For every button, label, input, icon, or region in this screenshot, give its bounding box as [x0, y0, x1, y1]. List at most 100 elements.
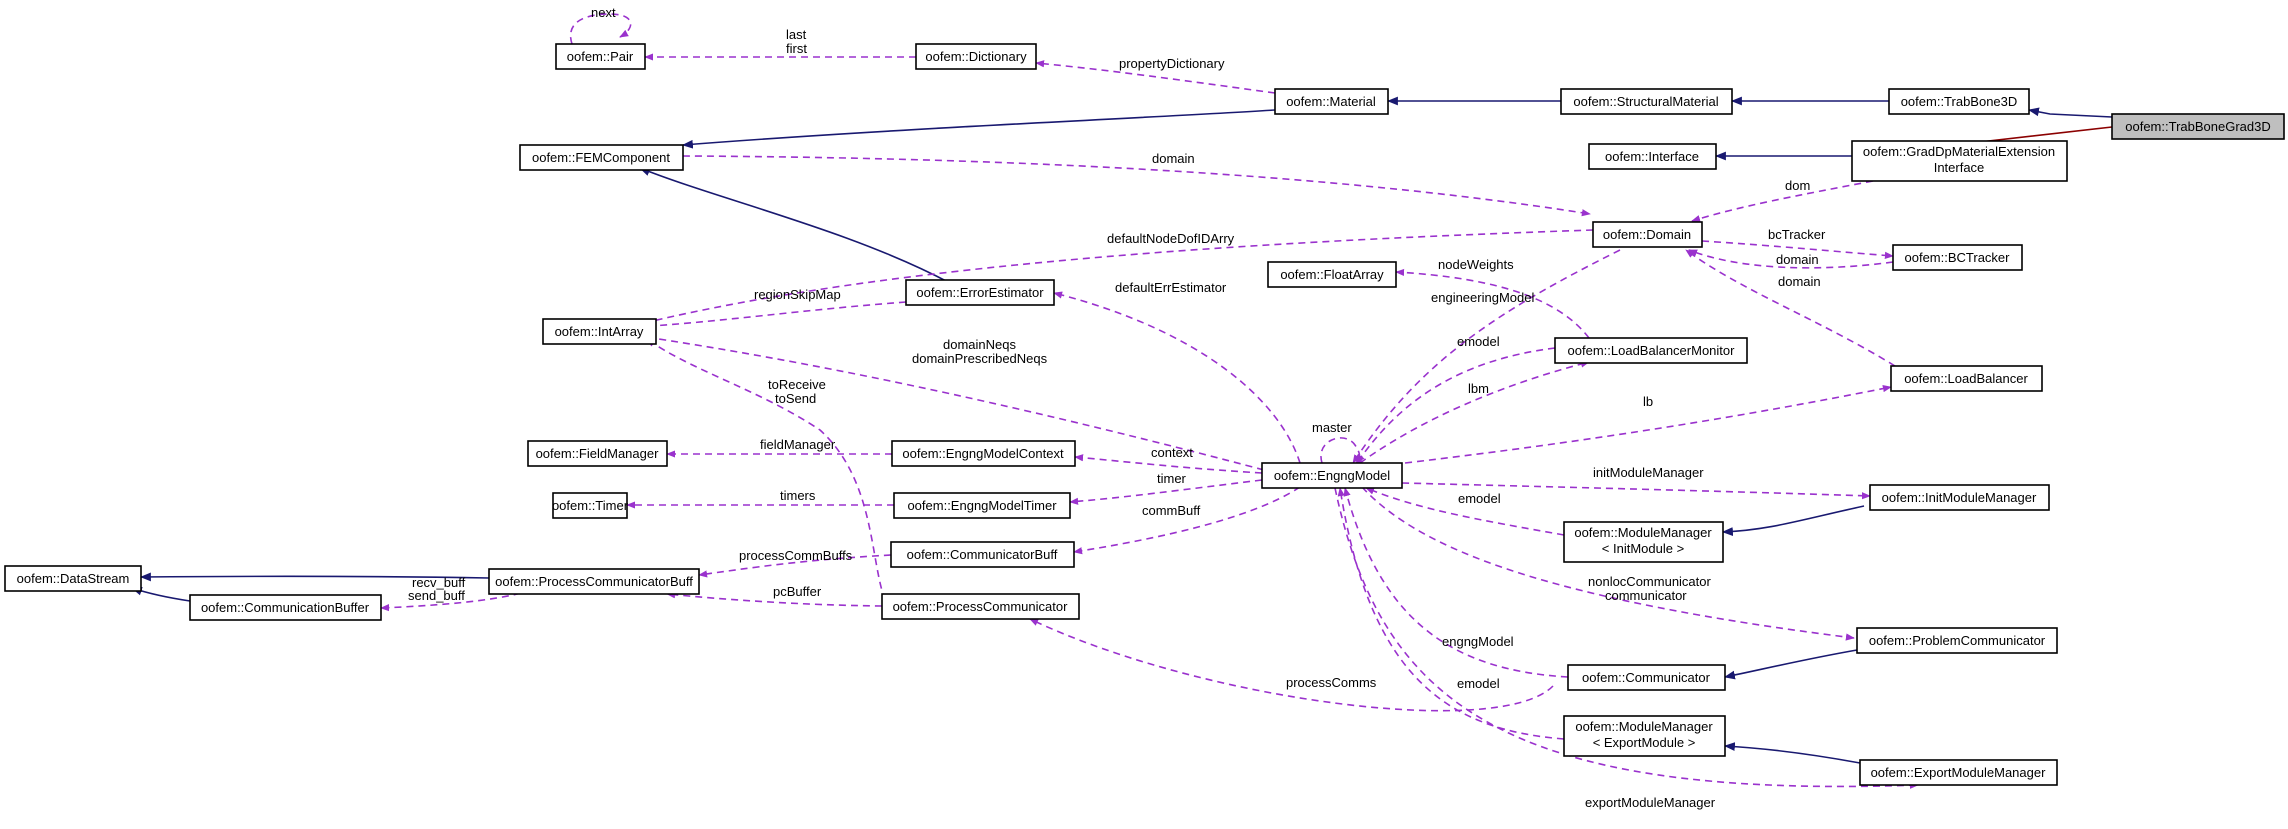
svg-text:oofem::ModuleManager: oofem::ModuleManager	[1575, 719, 1713, 734]
svg-text:oofem::EngngModelContext: oofem::EngngModelContext	[902, 446, 1064, 461]
edge-label-lb: lb	[1643, 394, 1653, 409]
edge-label-exportModuleManager: exportModuleManager	[1585, 795, 1716, 810]
node-engngmodelcontext[interactable]: oofem::EngngModelContext	[891, 440, 1076, 467]
edge-femcomponent-to-errorestimator	[638, 167, 951, 284]
svg-text:oofem::ProcessCommunicator: oofem::ProcessCommunicator	[893, 599, 1069, 614]
svg-text:oofem::ErrorEstimator: oofem::ErrorEstimator	[916, 285, 1044, 300]
node-timer[interactable]: oofem::Timer	[552, 492, 629, 519]
edge-label-pcBuffer: pcBuffer	[773, 584, 822, 599]
edge-label-toSend: toSend	[775, 391, 816, 406]
edge-engngmodelcontext-fieldManager: fieldManager	[666, 437, 892, 458]
node-fieldmanager[interactable]: oofem::FieldManager	[527, 440, 668, 467]
node-modulemanagerinit[interactable]: oofem::ModuleManager < InitModule >	[1563, 521, 1724, 563]
edge-label-domainNeqs: domainNeqs	[943, 337, 1016, 352]
edge-loadbalancer-domain: domain	[1685, 249, 1896, 367]
edge-label-last: last	[786, 27, 807, 42]
node-communicator[interactable]: oofem::Communicator	[1567, 664, 1726, 691]
svg-text:oofem::Communicator: oofem::Communicator	[1582, 670, 1711, 685]
svg-text:oofem::LoadBalancerMonitor: oofem::LoadBalancerMonitor	[1568, 343, 1736, 358]
node-trabbone3d[interactable]: oofem::TrabBone3D	[1888, 88, 2030, 115]
node-modulemanagerexport[interactable]: oofem::ModuleManager < ExportModule >	[1563, 715, 1726, 757]
node-processcommunicatorbuff[interactable]: oofem::ProcessCommunicatorBuff	[488, 568, 700, 595]
node-graddp[interactable]: oofem::GradDpMaterialExtension Interface	[1851, 140, 2068, 182]
edge-label-engngModel: engngModel	[1442, 634, 1514, 649]
edge-engngmodel-initModuleManager: initModuleManager	[1401, 465, 1871, 500]
svg-text:oofem::CommunicationBuffer: oofem::CommunicationBuffer	[201, 600, 370, 615]
edge-engngmodel-timer: timer	[1069, 471, 1263, 505]
edge-engngmodel-domainNeqs: domainNeqs domainPrescribedNeqs	[638, 333, 1265, 471]
node-floatarray[interactable]: oofem::FloatArray	[1267, 261, 1397, 288]
svg-text:oofem::TrabBone3D: oofem::TrabBone3D	[1901, 94, 2018, 109]
svg-text:oofem::FEMComponent: oofem::FEMComponent	[532, 150, 670, 165]
inheritance-edges	[130, 96, 2113, 764]
edge-label-initModuleManager: initModuleManager	[1593, 465, 1704, 480]
edge-label-domainPrescribedNeqs: domainPrescribedNeqs	[912, 351, 1048, 366]
node-bctracker[interactable]: oofem::BCTracker	[1892, 244, 2023, 271]
svg-text:oofem::GradDpMaterialExtension: oofem::GradDpMaterialExtension	[1863, 144, 2055, 159]
svg-text:oofem::Material: oofem::Material	[1286, 94, 1376, 109]
node-problemcommunicator[interactable]: oofem::ProblemCommunicator	[1856, 627, 2058, 654]
edge-errorestimator-regionSkipMap: regionSkipMap	[635, 287, 907, 331]
edge-domain-defaultNodeDofIDArry: defaultNodeDofIDArry	[635, 229, 1594, 327]
svg-text:oofem::Interface: oofem::Interface	[1605, 149, 1699, 164]
edge-label-commBuff: commBuff	[1142, 503, 1201, 518]
svg-text:oofem::EngngModelTimer: oofem::EngngModelTimer	[907, 498, 1057, 513]
node-intarray[interactable]: oofem::IntArray	[542, 318, 657, 345]
node-exportmodulemanager[interactable]: oofem::ExportModuleManager	[1859, 759, 2058, 786]
node-initmodulemanager[interactable]: oofem::InitModuleManager	[1869, 484, 2050, 511]
edge-datastream-to-processcommunicatorbuff	[139, 572, 490, 582]
node-processcommunicator[interactable]: oofem::ProcessCommunicator	[881, 593, 1080, 620]
node-communicationbuffer[interactable]: oofem::CommunicationBuffer	[189, 594, 382, 621]
edge-label-emodel-lbm: emodel	[1457, 334, 1500, 349]
edge-modulemanagerexport-to-exportmodulemanager	[1723, 742, 1861, 764]
node-loadbalancermonitor[interactable]: oofem::LoadBalancerMonitor	[1554, 337, 1748, 364]
svg-text:< ExportModule >: < ExportModule >	[1593, 735, 1696, 750]
edge-femcomponent-domain: domain	[682, 151, 1591, 217]
node-pair[interactable]: oofem::Pair	[555, 43, 646, 70]
node-material[interactable]: oofem::Material	[1274, 88, 1389, 115]
edge-engngmodel-context: context	[1074, 445, 1263, 474]
node-communicatorbuff[interactable]: oofem::CommunicatorBuff	[890, 541, 1075, 568]
edge-label-defaultNodeDofIDArry: defaultNodeDofIDArry	[1107, 231, 1235, 246]
node-trabbonegrad3d[interactable]: oofem::TrabBoneGrad3D	[2111, 113, 2285, 140]
node-engngmodeltimer[interactable]: oofem::EngngModelTimer	[893, 492, 1071, 519]
edge-dictionary-to-pair: last first	[644, 27, 916, 61]
edge-engngmodeltimer-timers: timers	[626, 488, 894, 509]
svg-text:oofem::IntArray: oofem::IntArray	[555, 324, 644, 339]
nodes: oofem::Pair oofem::Dictionary oofem::Mat…	[4, 43, 2285, 786]
node-interface[interactable]: oofem::Interface	[1588, 143, 1717, 170]
edge-graddp-dom: dom	[1691, 178, 1874, 223]
edge-lbm-nodeWeights: nodeWeights	[1395, 257, 1590, 339]
edge-trabbone3d-to-trabbonegrad3d	[2027, 107, 2113, 118]
edge-label-master: master	[1312, 420, 1352, 435]
edge-label-recv_buff: recv_buff	[412, 575, 466, 590]
node-datastream[interactable]: oofem::DataStream	[4, 565, 142, 592]
edge-label-fieldManager: fieldManager	[760, 437, 836, 452]
node-dictionary[interactable]: oofem::Dictionary	[915, 43, 1037, 70]
edge-label-nodeWeights: nodeWeights	[1438, 257, 1514, 272]
svg-text:oofem::Timer: oofem::Timer	[552, 498, 629, 513]
node-engngmodel[interactable]: oofem::EngngModel	[1261, 462, 1403, 489]
svg-text:oofem::ModuleManager: oofem::ModuleManager	[1574, 525, 1712, 540]
node-domain[interactable]: oofem::Domain	[1592, 221, 1703, 248]
node-errorestimator[interactable]: oofem::ErrorEstimator	[905, 279, 1055, 306]
svg-text:oofem::FloatArray: oofem::FloatArray	[1280, 267, 1384, 282]
svg-text:Interface: Interface	[1934, 160, 1985, 175]
node-loadbalancer[interactable]: oofem::LoadBalancer	[1890, 365, 2043, 392]
edge-label-next: next	[591, 5, 616, 20]
edge-femcomponent-to-material	[681, 109, 1276, 149]
edge-label-engineeringModel: engineeringModel	[1431, 290, 1534, 305]
svg-text:oofem::FieldManager: oofem::FieldManager	[536, 446, 660, 461]
node-femcomponent[interactable]: oofem::FEMComponent	[519, 144, 684, 171]
edge-engngmodel-lb: lb	[1404, 385, 1892, 464]
svg-text:oofem::ProcessCommunicatorBuff: oofem::ProcessCommunicatorBuff	[495, 574, 693, 589]
edge-modulemanagerinit-emodel: emodel	[1365, 487, 1565, 536]
edge-label-processComms: processComms	[1286, 675, 1377, 690]
svg-text:oofem::TrabBoneGrad3D: oofem::TrabBoneGrad3D	[2125, 119, 2270, 134]
node-structuralmaterial[interactable]: oofem::StructuralMaterial	[1560, 88, 1733, 115]
svg-text:oofem::InitModuleManager: oofem::InitModuleManager	[1882, 490, 2037, 505]
edge-label-toReceive: toReceive	[768, 377, 826, 392]
edge-label-emodel-mm: emodel	[1458, 491, 1501, 506]
edge-label-timer: timer	[1157, 471, 1187, 486]
